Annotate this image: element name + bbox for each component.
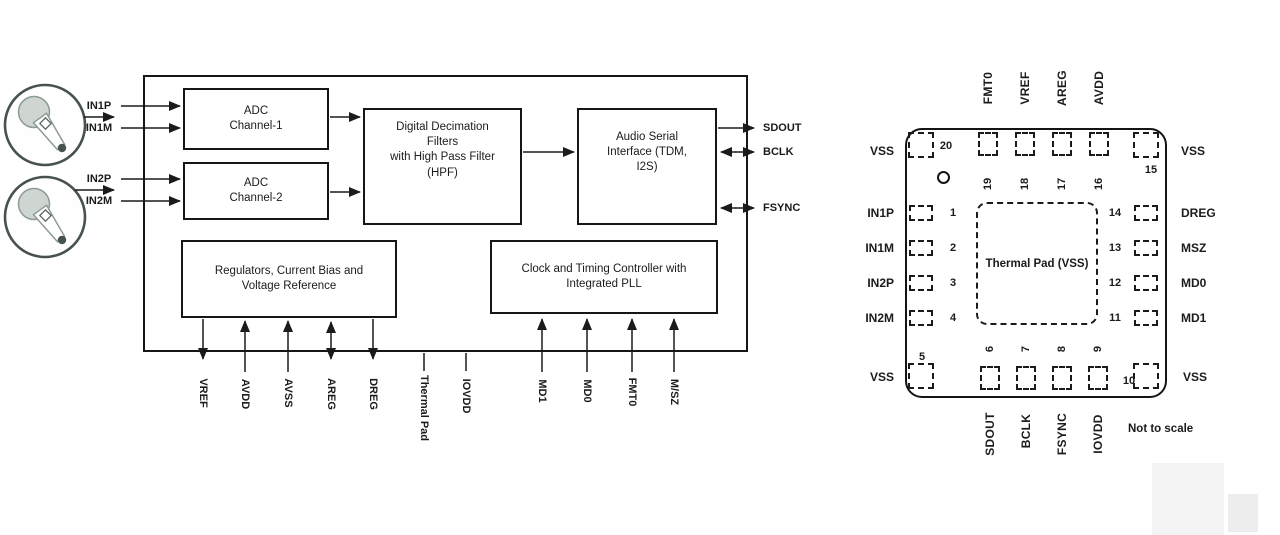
pin-label-sdout: SDOUT xyxy=(983,412,997,456)
pin-marker-5 xyxy=(908,363,934,389)
bottom-label-msz: M/SZ xyxy=(668,378,680,406)
output-label-sdout: SDOUT xyxy=(763,122,802,134)
pin-label-vref: VREF xyxy=(1018,71,1032,105)
thermal-pad-label: Thermal Pad (VSS) xyxy=(985,257,1089,270)
pin-label-in2m: IN2M xyxy=(865,311,894,325)
input-label-in2m: IN2M xyxy=(85,195,113,207)
pin-number-2: 2 xyxy=(949,242,957,254)
pin-number-8: 8 xyxy=(1056,345,1068,353)
bottom-label-md1: MD1 xyxy=(536,379,548,403)
pin-marker-7 xyxy=(1016,366,1036,390)
pin-number-17: 17 xyxy=(1056,177,1068,191)
bottom-label-vref: VREF xyxy=(197,378,209,408)
input-label-in1p: IN1P xyxy=(86,100,112,112)
pin-label-vss-br: VSS xyxy=(1183,370,1208,384)
bottom-label-avdd: AVDD xyxy=(239,378,251,410)
pin-marker-8 xyxy=(1052,366,1072,390)
bottom-label-md0: MD0 xyxy=(581,379,593,403)
bottom-label-dreg: DREG xyxy=(367,378,379,410)
pin-number-3: 3 xyxy=(949,277,957,289)
pin-marker-11 xyxy=(1134,310,1158,326)
pin-number-9: 9 xyxy=(1092,345,1104,353)
pin-label-vss-tr: VSS xyxy=(1181,144,1206,158)
pin-marker-13 xyxy=(1134,240,1158,256)
pin-marker-9 xyxy=(1088,366,1108,390)
pin-number-14: 14 xyxy=(1108,207,1122,219)
pin-number-16: 16 xyxy=(1093,177,1105,191)
microphone-icon xyxy=(3,175,87,259)
block-adc-channel-1: ADC Channel-1 xyxy=(183,88,329,150)
pin-label-msz: MSZ xyxy=(1181,241,1207,255)
pin-number-7: 7 xyxy=(1020,345,1032,353)
pin-marker-18 xyxy=(1015,132,1035,156)
pin-marker-20 xyxy=(908,132,934,158)
pin-marker-17 xyxy=(1052,132,1072,156)
output-label-fsync: FSYNC xyxy=(763,202,801,214)
bottom-label-areg: AREG xyxy=(325,378,337,410)
pin-number-18: 18 xyxy=(1019,177,1031,191)
pin-marker-10 xyxy=(1133,363,1159,389)
pin-label-iovdd: IOVDD xyxy=(1091,414,1105,454)
pin-label-md1: MD1 xyxy=(1181,311,1207,325)
pin-marker-1 xyxy=(909,205,933,221)
pin-marker-12 xyxy=(1134,275,1158,291)
bottom-label-fmt0: FMT0 xyxy=(626,377,638,407)
pin-label-in1p: IN1P xyxy=(867,206,894,220)
pin-label-dreg: DREG xyxy=(1181,206,1216,220)
pin-label-in1m: IN1M xyxy=(865,241,894,255)
block-audio-serial-interface: Audio Serial Interface (TDM, I2S) xyxy=(577,108,717,225)
pin-label-in2p: IN2P xyxy=(867,276,894,290)
pin-marker-2 xyxy=(909,240,933,256)
block-regulators: Regulators, Current Bias and Voltage Ref… xyxy=(181,240,397,318)
pin-number-6: 6 xyxy=(984,345,996,353)
pin-label-bclk: BCLK xyxy=(1019,413,1033,449)
bottom-label-avss: AVSS xyxy=(282,378,294,408)
pin-marker-19 xyxy=(978,132,998,156)
output-label-bclk: BCLK xyxy=(763,146,794,158)
pin-number-11: 11 xyxy=(1109,312,1121,324)
pin-number-10: 10 xyxy=(1122,375,1136,387)
input-label-in2p: IN2P xyxy=(86,173,112,185)
pin-marker-16 xyxy=(1089,132,1109,156)
pin-label-fsync: FSYNC xyxy=(1055,412,1069,456)
pin-label-areg: AREG xyxy=(1055,70,1069,106)
pin-number-20: 20 xyxy=(939,140,953,152)
scan-artifact xyxy=(1228,494,1258,532)
block-decimation-filters: Digital Decimation Filters with High Pas… xyxy=(363,108,522,225)
pin-label-vss-bl: VSS xyxy=(869,370,894,384)
pin-marker-4 xyxy=(909,310,933,326)
thermal-pad: Thermal Pad (VSS) xyxy=(976,202,1098,325)
input-label-in1m: IN1M xyxy=(85,122,113,134)
pin-marker-14 xyxy=(1134,205,1158,221)
pin-number-4: 4 xyxy=(949,312,957,324)
bottom-label-iovdd: IOVDD xyxy=(460,378,472,414)
block-clock-controller: Clock and Timing Controller with Integra… xyxy=(490,240,718,314)
pin-label-md0: MD0 xyxy=(1181,276,1207,290)
scan-artifact xyxy=(1152,463,1224,535)
pin-marker-3 xyxy=(909,275,933,291)
pin-number-13: 13 xyxy=(1108,242,1122,254)
microphone-icon xyxy=(3,83,87,167)
pin-label-vss-tl: VSS xyxy=(869,144,894,158)
pin-number-15: 15 xyxy=(1144,164,1158,176)
pin-number-19: 19 xyxy=(982,177,994,191)
pin-number-1: 1 xyxy=(949,207,957,219)
bottom-label-thermal-pad: Thermal Pad xyxy=(418,374,430,442)
pin1-indicator-icon xyxy=(937,171,950,184)
pin-number-5: 5 xyxy=(918,351,926,363)
block-diagram-outline xyxy=(143,75,748,352)
pin-label-avdd: AVDD xyxy=(1092,70,1106,106)
pin-marker-15 xyxy=(1133,132,1159,158)
block-adc-channel-2: ADC Channel-2 xyxy=(183,162,329,220)
not-to-scale-note: Not to scale xyxy=(1128,423,1194,435)
pin-marker-6 xyxy=(980,366,1000,390)
pin-label-fmt0: FMT0 xyxy=(981,71,995,105)
pin-number-12: 12 xyxy=(1108,277,1122,289)
